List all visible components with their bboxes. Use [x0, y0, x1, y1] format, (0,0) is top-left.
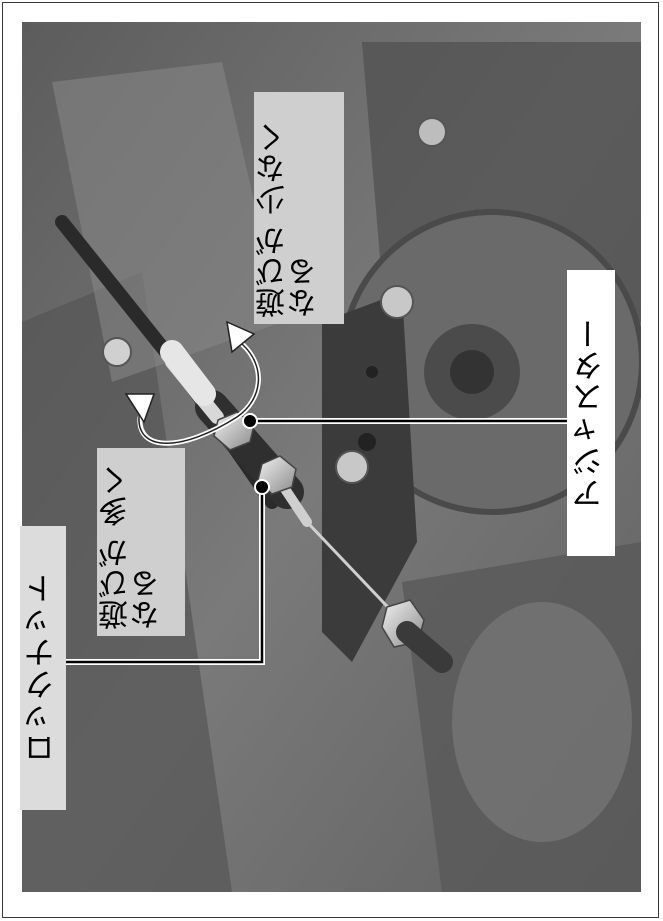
label-play-increases: 遊びが 多くなる: [97, 448, 185, 636]
photo-illustration: [22, 22, 641, 892]
label-play-decreases: 遊びが 少なくなる: [254, 92, 344, 324]
lock-nut-text: ロックナット: [24, 572, 61, 764]
adjuster-text: アジャスター: [572, 317, 609, 509]
label-lock-nut: ロックナット: [20, 526, 66, 810]
play-less-line1: 遊びが: [256, 225, 291, 318]
label-adjuster: アジャスター: [567, 270, 615, 556]
curved-rotation-arrows-icon: [124, 320, 261, 446]
play-more-line1: 遊びが: [99, 537, 134, 630]
